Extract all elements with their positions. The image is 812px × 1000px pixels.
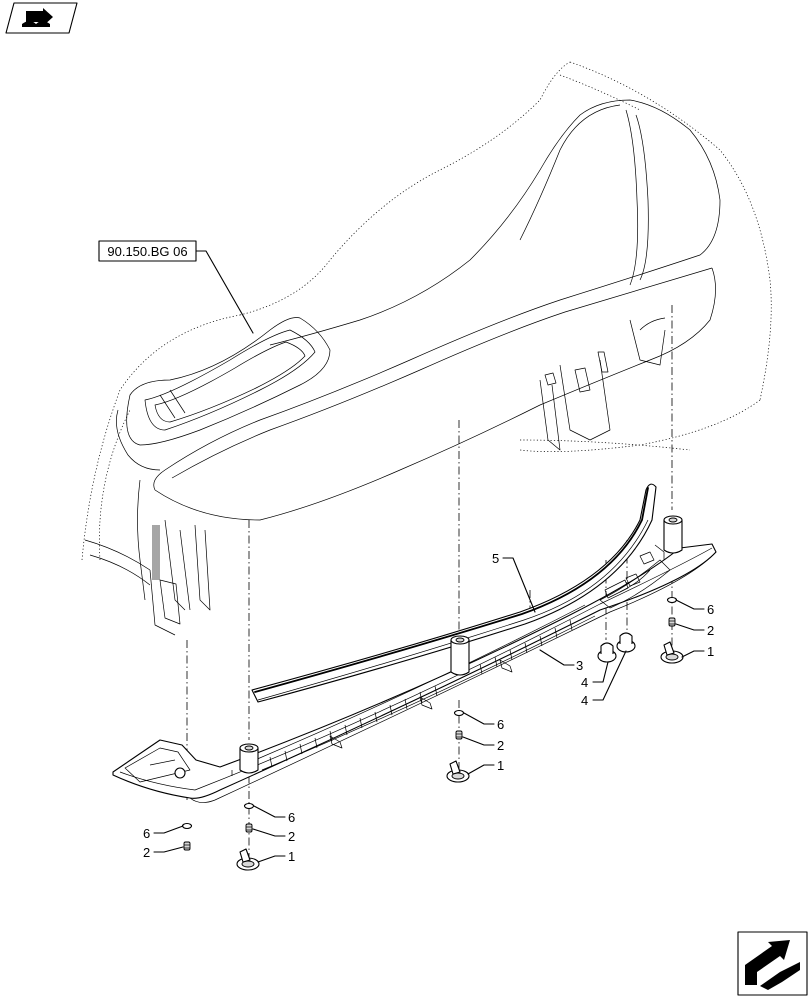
washer	[453, 709, 465, 717]
clip	[236, 848, 260, 871]
sill-trim-part-3	[112, 515, 717, 803]
callout-4: 4	[581, 693, 588, 708]
screw	[455, 730, 463, 740]
washer	[666, 596, 678, 604]
hardware	[181, 596, 684, 871]
screw	[668, 617, 676, 627]
book-arrow-icon[interactable]	[5, 2, 78, 34]
washer	[243, 802, 255, 810]
clip	[446, 760, 470, 783]
callout-2: 2	[707, 623, 714, 638]
reference-label: 90.150.BG 06	[107, 244, 187, 259]
callout-6: 6	[143, 826, 150, 841]
seat-console-body	[81, 61, 772, 636]
callout-2: 2	[497, 738, 504, 753]
cap	[616, 632, 636, 653]
boss-middle	[450, 635, 470, 676]
sill-ribs	[254, 604, 596, 771]
callout-5: 5	[492, 551, 499, 566]
callout-leaders	[153, 557, 705, 863]
screw	[183, 841, 191, 851]
side-vent-hatching	[152, 525, 160, 580]
callout-1: 1	[497, 758, 504, 773]
callout-2: 2	[288, 829, 295, 844]
callout-6: 6	[497, 717, 504, 732]
callout-2: 2	[143, 845, 150, 860]
boss-left	[239, 743, 259, 774]
reference-callout[interactable]: 90.150.BG 06	[98, 240, 254, 334]
callout-numbers: 5 3 4 4 6 2 1 6 2 1 6 2 6 2 1	[143, 551, 714, 864]
screw	[245, 823, 253, 833]
callout-1: 1	[288, 849, 295, 864]
callout-6: 6	[288, 810, 295, 825]
seal-strip-part-5	[251, 483, 657, 703]
callout-1: 1	[707, 644, 714, 659]
cap	[597, 642, 617, 663]
washer	[181, 822, 193, 830]
clip	[660, 641, 684, 664]
callout-4: 4	[581, 675, 588, 690]
callout-3: 3	[576, 658, 583, 673]
next-page-arrow-icon[interactable]	[737, 931, 808, 996]
callout-6: 6	[707, 602, 714, 617]
boss-right	[663, 515, 683, 554]
